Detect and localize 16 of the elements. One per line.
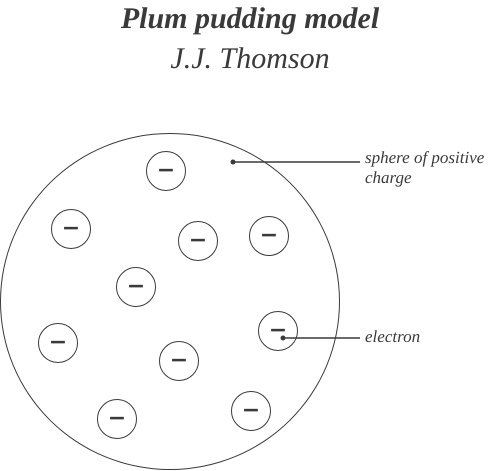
- callout-label: electron: [365, 327, 465, 349]
- electron-circle: −: [231, 391, 271, 431]
- electron-circle: −: [178, 221, 218, 261]
- electron-circle: −: [116, 267, 156, 307]
- electron-circle: −: [97, 399, 137, 439]
- callout-label: sphere of positive charge: [365, 148, 500, 192]
- leader-line: [230, 160, 360, 164]
- electron-circle: −: [159, 341, 199, 381]
- leader-line: [280, 336, 360, 340]
- electron-circle: −: [258, 311, 298, 351]
- electron-circle: −: [249, 216, 289, 256]
- subtitle: J.J. Thomson: [169, 42, 331, 76]
- electron-circle: −: [38, 323, 78, 363]
- title: Plum pudding model: [120, 2, 380, 36]
- electron-circle: −: [146, 151, 186, 191]
- electron-circle: −: [51, 209, 91, 249]
